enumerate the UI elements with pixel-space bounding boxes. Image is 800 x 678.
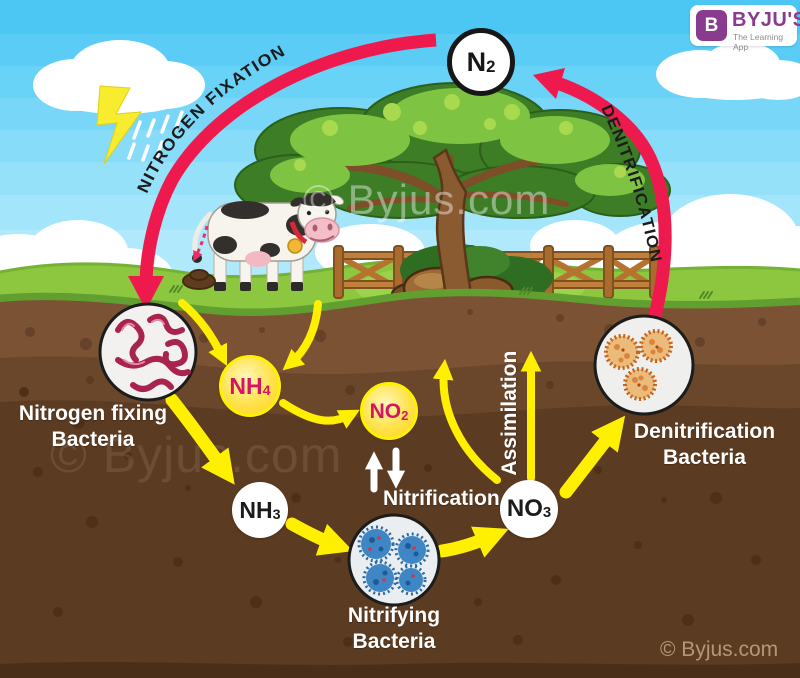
n2-formula: N	[466, 46, 487, 77]
nitrifying-bacteria-circle	[347, 513, 441, 607]
cloud-icon	[656, 42, 800, 100]
byjus-logo-tagline: The Learning App	[733, 32, 784, 52]
no2-formula: NO	[369, 399, 402, 423]
nh4-subscript: 4	[262, 382, 271, 399]
nitrification-label: Nitrification	[383, 487, 500, 510]
cow-bell-icon	[287, 238, 303, 254]
arrow-bacteria-to-nh4	[178, 299, 228, 367]
nitrogen-fixing-bacteria-circle	[98, 302, 198, 402]
nh3-subscript: 3	[272, 506, 281, 523]
arrow-nh3-to-nitrifying	[285, 517, 354, 556]
no3-formula: NO	[506, 495, 543, 522]
byjus-logo-text: BYJU'S	[732, 9, 800, 31]
byjus-logo-icon: B	[696, 10, 727, 41]
no3-subscript: 3	[542, 505, 552, 522]
byjus-logo: B BYJU'S The Learning App	[690, 5, 800, 52]
rhizobium-worms-icon	[115, 313, 191, 392]
grass-tufts	[169, 285, 713, 299]
nitrogen-fixation-arrow	[128, 33, 437, 310]
no2-subscript: 2	[401, 407, 409, 423]
cow-dung	[182, 269, 216, 290]
rain-cloud-icon	[33, 40, 205, 165]
lightning-icon	[96, 85, 143, 165]
nitrification-equilibrium-arrows	[364, 447, 406, 493]
arrow-dung-to-nh4	[282, 300, 322, 371]
arrow-nh4-to-no2	[279, 399, 360, 429]
arrow-no3-to-denitrifying	[559, 415, 626, 499]
arrow-bacteria-to-nh3	[165, 393, 235, 485]
denitrification-bacteria-label: Denitrification Bacteria	[633, 420, 776, 470]
nitrogen-fixing-bacteria-label: Nitrogen fixing Bacteria	[18, 402, 168, 452]
nitrifying-bacteria-label: Nitrifying Bacteria	[347, 604, 441, 654]
denitrifying-microbes-icon	[604, 329, 673, 401]
nitrogen-fixation-curved-label: NITROGEN FIXATION	[134, 42, 289, 196]
assimilation-label: Assimilation	[497, 350, 521, 476]
arrow-nitrifying-to-no3	[435, 526, 509, 558]
cow	[192, 192, 345, 291]
arrow-cow-to-dung-dashed	[193, 225, 209, 262]
denitrification-arrow	[533, 68, 672, 332]
nh3-formula: NH	[239, 496, 273, 523]
arrow-no3-to-nh4-loop	[432, 358, 501, 484]
denitrification-bacteria-circle	[593, 314, 695, 416]
n2-subscript: 2	[486, 57, 496, 77]
nh4-formula: NH	[229, 372, 263, 399]
nitrifying-microbes-icon	[357, 525, 430, 596]
